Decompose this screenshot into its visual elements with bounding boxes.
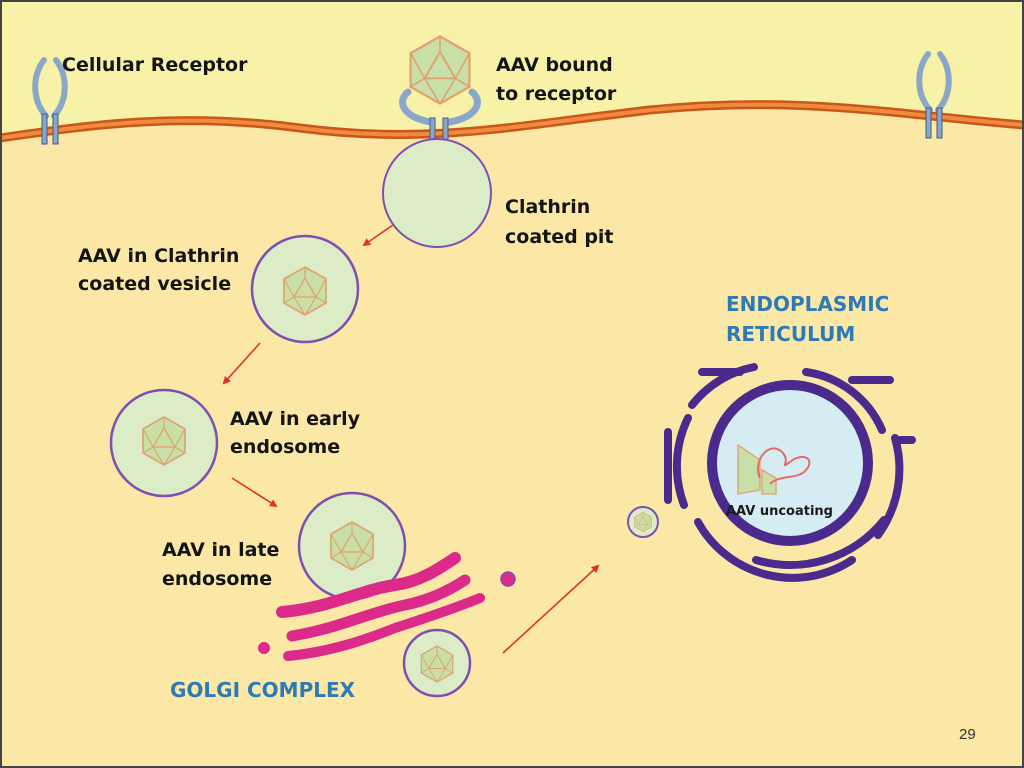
label-late-endosome-line1: AAV in late — [162, 539, 279, 561]
label-aav-bound-line2: to receptor — [496, 83, 617, 105]
label-golgi-complex: GOLGI COMPLEX — [170, 678, 356, 702]
label-er-line1: ENDOPLASMIC — [726, 292, 889, 316]
page-number: 29 — [959, 726, 976, 743]
label-cellular-receptor: Cellular Receptor — [62, 54, 248, 76]
label-early-endosome-line1: AAV in early — [230, 408, 361, 430]
cell-membrane-inner — [0, 102, 1024, 140]
label-vesicle-line1: AAV in Clathrin — [78, 245, 239, 267]
golgi-complex — [258, 552, 516, 661]
label-aav-bound-line1: AAV bound — [496, 54, 613, 76]
label-clathrin-pit-line1: Clathrin — [505, 196, 590, 218]
bound-receptor-icon — [399, 88, 481, 147]
endoplasmic-reticulum — [664, 363, 916, 582]
arrow-icon — [222, 224, 600, 654]
label-late-endosome-line2: endosome — [162, 568, 272, 590]
label-clathrin-pit-line2: coated pit — [505, 226, 614, 248]
clathrin-coated-pit — [382, 138, 492, 248]
label-vesicle-line2: coated vesicle — [78, 273, 231, 295]
label-aav-uncoating: AAV uncoating — [726, 504, 833, 519]
label-early-endosome-line2: endosome — [230, 436, 340, 458]
uncoated-aav-icon — [737, 443, 811, 495]
label-er-line2: RETICULUM — [726, 322, 855, 346]
